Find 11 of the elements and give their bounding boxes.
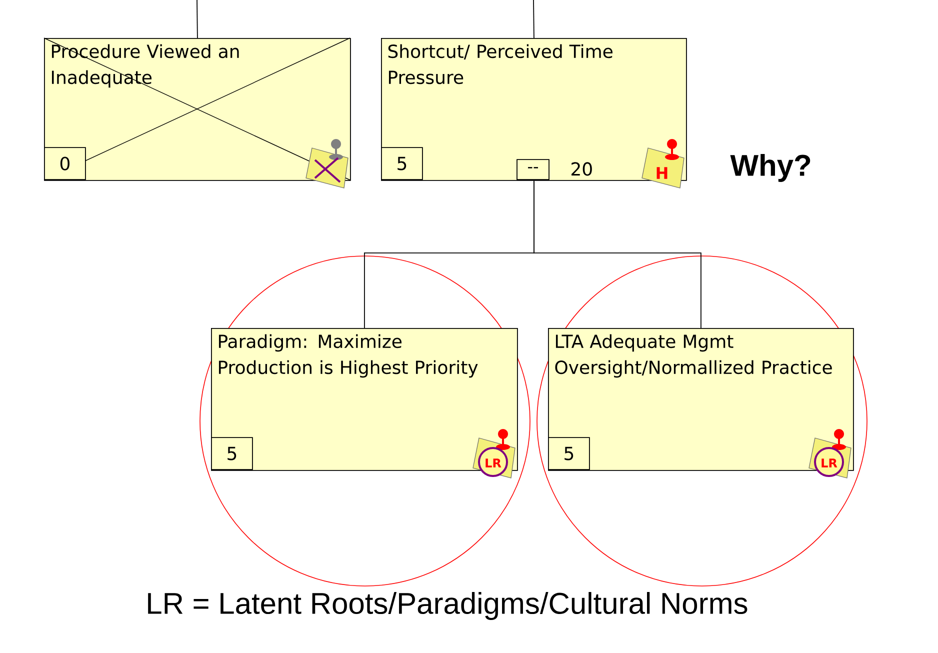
question-text: Why? [730,154,810,182]
number-box: 5 [381,147,423,180]
connector-line [534,180,702,328]
score-text: 20 [572,162,592,176]
number-box: 5 [548,437,590,470]
connector-line [533,0,534,38]
connector-line [196,0,198,38]
number-box: -- [516,159,550,180]
number-box: 0 [44,147,86,180]
number-box: 5 [211,437,253,470]
caption: LR = Latent Roots/Paradigms/Cultural Norms [148,592,748,620]
